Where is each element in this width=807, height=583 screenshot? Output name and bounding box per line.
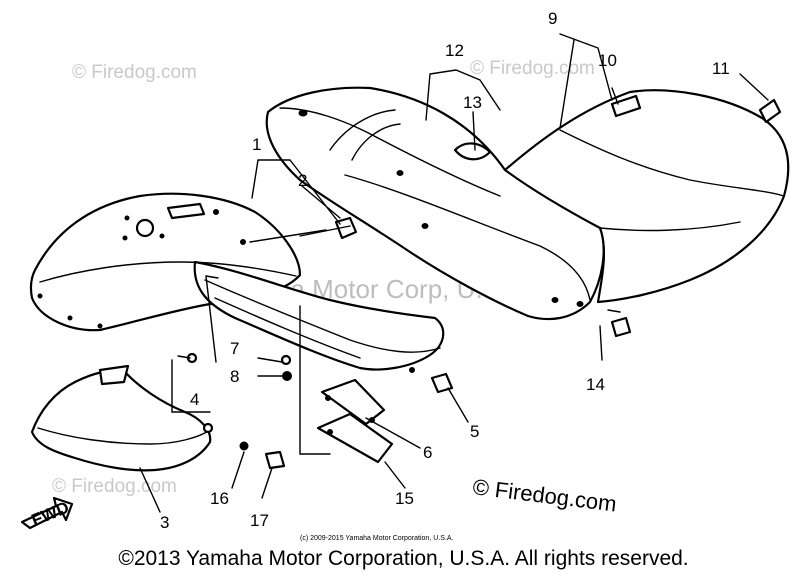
callout-1: 1 [252, 135, 261, 154]
small-copyright: (c) 2009-2015 Yamaha Motor Corporation, … [300, 535, 453, 542]
callout-16: 16 [210, 489, 229, 508]
bracket-part [316, 378, 394, 464]
fwd-arrow: FWD [20, 496, 74, 530]
callout-17: 17 [250, 511, 269, 530]
callout-4: 4 [190, 390, 199, 409]
callout-5: 5 [470, 422, 479, 441]
callout-10: 10 [598, 51, 617, 70]
copyright-footer: ©2013 Yamaha Motor Corporation, U.S.A. A… [118, 547, 689, 570]
firedog-label: © Firedog.com [471, 474, 618, 516]
callout-6: 6 [423, 443, 432, 462]
callout-9: 9 [548, 9, 557, 28]
fwd-label: FWD [29, 498, 72, 530]
leader-lines [139, 33, 769, 513]
hardware-parts [186, 98, 782, 470]
callout-14: 14 [586, 375, 605, 394]
watermark-firedog-top-left: © Firedog.com [72, 62, 197, 83]
watermark-firedog-bottom-left: © Firedog.com [52, 476, 177, 497]
callout-2: 2 [298, 171, 307, 190]
callout-13: 13 [463, 93, 482, 112]
callout-11: 11 [712, 59, 730, 78]
callout-8: 8 [230, 367, 239, 386]
seat-base-part [265, 86, 605, 321]
callout-7: 7 [230, 339, 239, 358]
inner-panel-part [193, 260, 445, 373]
watermark-firedog-top-right: © Firedog.com [470, 58, 595, 79]
callout-12: 12 [445, 41, 464, 60]
callout-15: 15 [395, 489, 414, 508]
callout-3: 3 [160, 513, 169, 532]
chin-spoiler-part [30, 364, 212, 472]
